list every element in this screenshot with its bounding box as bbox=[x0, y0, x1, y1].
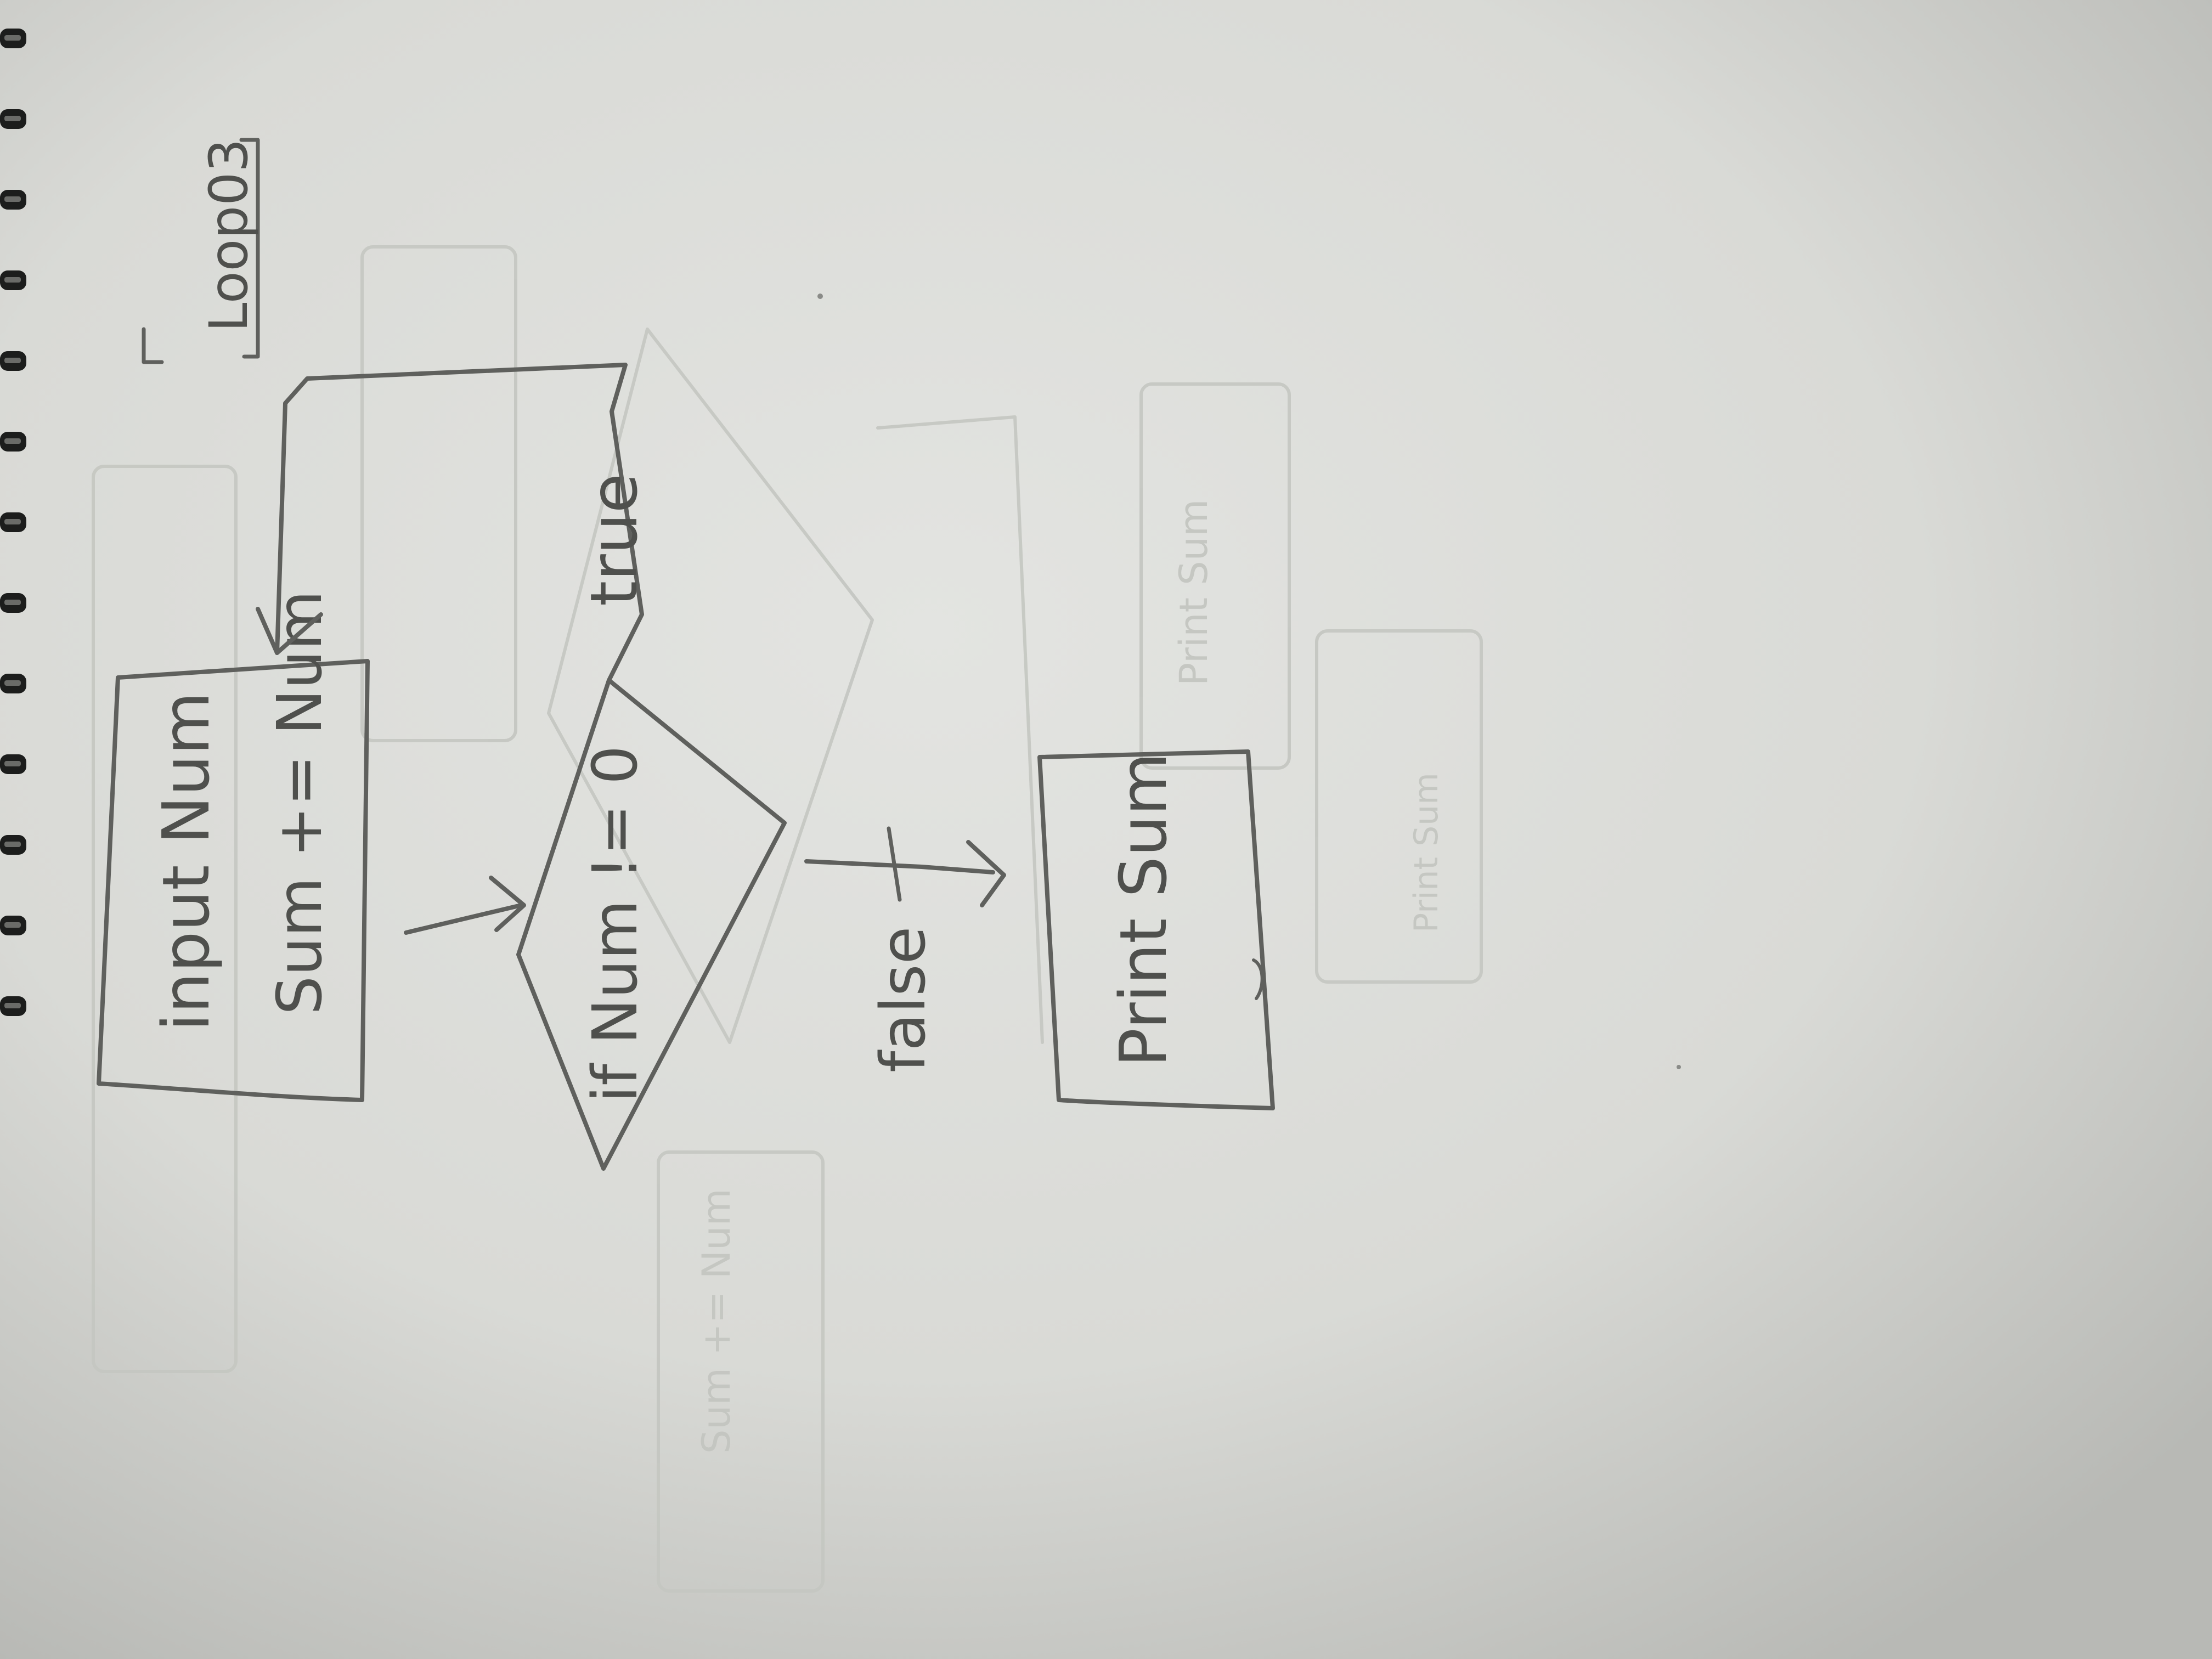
binding-ring-highlight bbox=[4, 600, 21, 605]
edge-false-label: false bbox=[868, 927, 939, 1073]
svg-text:Print Sum: Print Sum bbox=[1171, 499, 1216, 686]
arrow-process-to-decision bbox=[404, 876, 526, 935]
binding-ring-highlight bbox=[4, 1003, 21, 1008]
output-box-mark bbox=[1252, 958, 1264, 1000]
binding-ring-highlight bbox=[4, 842, 21, 847]
pencil-speck bbox=[817, 294, 823, 299]
title-bracket bbox=[142, 138, 260, 364]
binding-ring-highlight bbox=[4, 196, 21, 202]
spiral-binding-icon bbox=[0, 29, 26, 1016]
binding-ring-highlight bbox=[4, 358, 21, 363]
binding-ring-highlight bbox=[4, 761, 21, 766]
edge-true-loop bbox=[256, 363, 644, 682]
binding-ring-highlight bbox=[4, 438, 21, 444]
decision-label: if Num != 0 bbox=[580, 746, 651, 1103]
binding-ring-highlight bbox=[4, 277, 21, 283]
binding-ring-highlight bbox=[4, 922, 21, 928]
edge-false bbox=[804, 826, 1006, 907]
binding-ring-highlight bbox=[4, 35, 21, 41]
pencil-speck bbox=[1677, 1065, 1681, 1069]
binding-ring-highlight bbox=[4, 116, 21, 121]
binding-ring-highlight bbox=[4, 680, 21, 686]
ghost-bleedthrough: Sum += Num Print Sum Print Sum bbox=[92, 245, 1483, 1593]
diagram-title: Loop03 bbox=[198, 139, 259, 332]
decision-diamond bbox=[516, 678, 787, 1171]
svg-text:Sum += Num: Sum += Num bbox=[694, 1188, 739, 1454]
process-line-input: input Num bbox=[148, 692, 224, 1031]
output-label: Print Sum bbox=[1105, 752, 1181, 1067]
output-box bbox=[1037, 749, 1275, 1110]
svg-text:Print Sum: Print Sum bbox=[1407, 772, 1446, 933]
edge-true-label: true bbox=[576, 473, 652, 606]
process-box bbox=[97, 659, 370, 1102]
process-line-sum: Sum += Num bbox=[264, 590, 336, 1015]
binding-ring-highlight bbox=[4, 519, 21, 524]
